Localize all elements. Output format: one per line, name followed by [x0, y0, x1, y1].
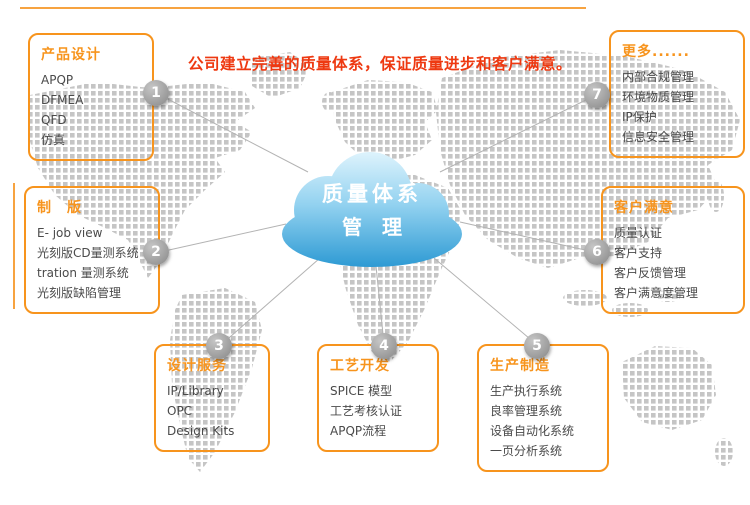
frame-line-top	[20, 7, 586, 9]
box-title: 工艺开发	[330, 358, 390, 374]
box-item: 工艺考核认证	[330, 404, 403, 418]
frame-line-left	[13, 183, 15, 309]
box-item: 良率管理系统	[490, 404, 563, 418]
box-item: 设备自动化系统	[490, 424, 575, 438]
box-more: 更多...... 内部合规管理 环境物质管理 IP保护 信息安全管理	[609, 30, 745, 158]
cloud-title-line1: 质量体系	[322, 182, 422, 206]
box-item: OPC	[167, 404, 193, 418]
box-design-service: 设计服务 IP/Library OPC Design Kits	[154, 344, 270, 452]
box-item: 一页分析系统	[490, 444, 563, 458]
box-item: tration 量测系统	[37, 266, 129, 280]
box-title: 设计服务	[167, 358, 227, 374]
box-mask-making: 制 版 E- job view 光刻版CD量测系统 tration 量测系统 光…	[24, 186, 160, 314]
box-title: 产品设计	[41, 47, 101, 63]
box-item: 生产执行系统	[490, 384, 563, 398]
cloud-quality-system: 质量体系 管 理	[266, 148, 478, 270]
box-item: 信息安全管理	[622, 130, 695, 144]
box-title: 更多......	[622, 44, 690, 60]
step-badge-2: 2	[143, 239, 169, 265]
box-item: QFD	[41, 113, 67, 127]
box-product-design: 产品设计 APQP DFMEA QFD 仿真	[28, 33, 154, 161]
step-badge-5: 5	[524, 333, 550, 359]
box-item: APQP流程	[330, 424, 387, 438]
box-item: E- job view	[37, 226, 103, 240]
box-item: 光刻版CD量测系统	[37, 246, 139, 260]
box-item: 质量认证	[614, 226, 663, 240]
box-item: 客户支持	[614, 246, 663, 260]
box-item: 内部合规管理	[622, 70, 695, 84]
box-item: APQP	[41, 73, 74, 87]
cloud-text: 质量体系 管 理	[266, 178, 478, 240]
box-item: DFMEA	[41, 93, 84, 107]
box-manufacturing: 生产制造 生产执行系统 良率管理系统 设备自动化系统 一页分析系统	[477, 344, 609, 472]
box-customer-satisfaction: 客户满意 质量认证 客户支持 客户反馈管理 客户满意度管理	[601, 186, 745, 314]
box-process-development: 工艺开发 SPICE 模型 工艺考核认证 APQP流程	[317, 344, 439, 452]
headline: 公司建立完善的质量体系，保证质量进步和客户满意。	[188, 55, 573, 73]
box-item: SPICE 模型	[330, 384, 393, 398]
box-item: IP保护	[622, 110, 657, 124]
cloud-title-line2: 管 理	[342, 215, 402, 239]
box-title: 客户满意	[614, 200, 674, 216]
box-item: 环境物质管理	[622, 90, 695, 104]
box-item: IP/Library	[167, 384, 224, 398]
step-badge-3: 3	[206, 333, 232, 359]
connector-lines	[159, 94, 595, 345]
box-item: 客户反馈管理	[614, 266, 687, 280]
step-badge-4: 4	[371, 333, 397, 359]
box-item: 光刻版缺陷管理	[37, 286, 122, 300]
step-badge-6: 6	[584, 239, 610, 265]
cloud-shape	[282, 152, 462, 267]
box-item: Design Kits	[167, 424, 235, 438]
box-item: 仿真	[41, 133, 66, 147]
box-item: 客户满意度管理	[614, 286, 699, 300]
step-badge-1: 1	[143, 80, 169, 106]
box-title: 生产制造	[490, 358, 550, 374]
box-title: 制 版	[37, 200, 82, 216]
step-badge-7: 7	[584, 82, 610, 108]
